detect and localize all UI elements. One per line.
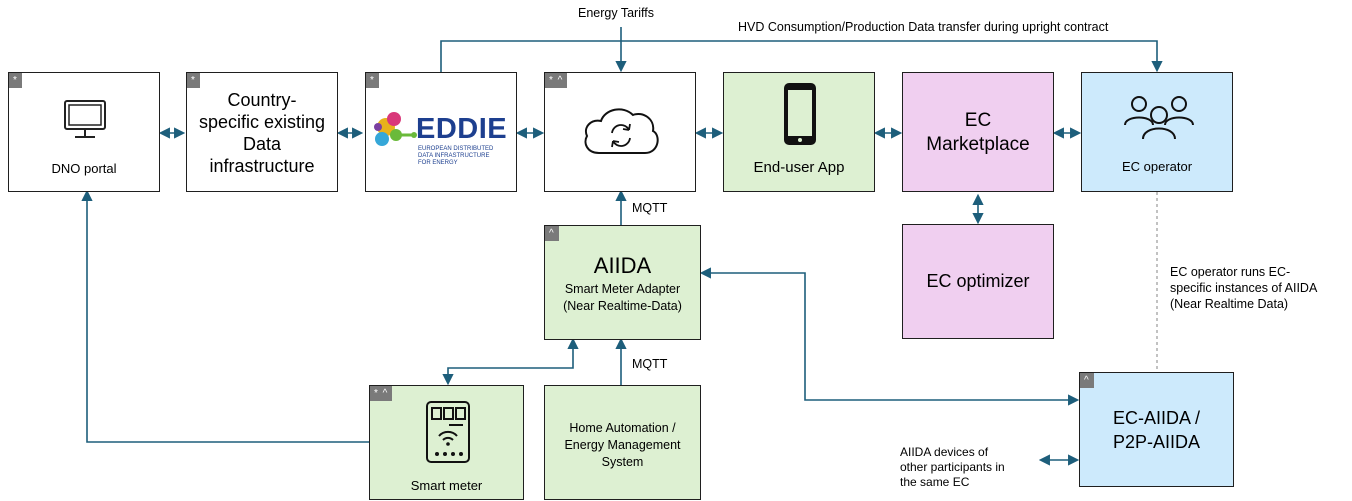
- monitor-icon: [64, 100, 106, 138]
- node-tag: ^: [545, 226, 559, 241]
- node-label: EC Marketplace: [926, 110, 1030, 155]
- eddie-node: * EDDIE EUROPEAN DISTRIBUTED DATA INFRAS…: [365, 72, 517, 192]
- eddie-logo-icon: [374, 112, 417, 146]
- mqtt-cloud-label: MQTT: [632, 201, 668, 215]
- end-user-app-node: End-user App: [723, 72, 875, 192]
- node-label: Smart meter: [410, 478, 483, 493]
- edge-aiida-ecaiida: [699, 267, 1080, 406]
- mqtt-home-label: MQTT: [632, 357, 668, 371]
- hvd-transfer-label: HVD Consumption/Production Data transfer…: [738, 20, 1109, 34]
- eddie-logo-text: EDDIE: [416, 113, 508, 145]
- dno-portal-node: * DNO portal: [8, 72, 160, 192]
- node-label: Country- specific existing Data infrastr…: [198, 90, 326, 176]
- node-label: EC-AIIDA / P2P-AIIDA: [1112, 408, 1201, 452]
- aiida-subtitle: Smart Meter Adapter (Near Realtime-Data): [563, 282, 682, 313]
- node-tag: *: [9, 73, 22, 88]
- node-label: Home Automation / Energy Management Syst…: [564, 421, 681, 469]
- smart-meter-icon: [426, 401, 470, 463]
- aiida-devices-label: AIIDA devices of other participants in t…: [900, 445, 1005, 489]
- node-label: DNO portal: [51, 161, 117, 176]
- node-tag: * ^: [370, 386, 393, 401]
- country-infrastructure-node: * Country- specific existing Data infras…: [186, 72, 338, 192]
- operator-runs-label: EC operator runs EC- specific instances …: [1170, 265, 1318, 311]
- cloud-sync-icon: [584, 108, 659, 154]
- edge-smartmeter-aiida: [442, 337, 579, 386]
- edge-smartmeter-dno: [81, 189, 370, 443]
- node-tag: *: [187, 73, 200, 88]
- aiida-node: ^ AIIDA Smart Meter Adapter (Near Realti…: [544, 225, 701, 340]
- smart-meter-node: * ^ Smart meter: [369, 385, 524, 500]
- ec-aiida-node: ^ EC-AIIDA / P2P-AIIDA: [1079, 372, 1234, 487]
- ec-operator-node: EC operator: [1081, 72, 1233, 192]
- cloud-node: * ^: [544, 72, 696, 192]
- edge-hvd-transfer: [440, 40, 1163, 73]
- node-tag: *: [366, 73, 379, 88]
- node-label: EC operator: [1121, 159, 1193, 174]
- home-automation-node: Home Automation / Energy Management Syst…: [544, 385, 701, 500]
- aiida-title: AIIDA: [593, 253, 652, 278]
- ec-marketplace-node: EC Marketplace: [902, 72, 1054, 192]
- smartphone-icon: [784, 83, 816, 145]
- node-tag: * ^: [545, 73, 568, 88]
- ec-optimizer-node: EC optimizer: [902, 224, 1054, 339]
- eddie-logo-subtitle: EUROPEAN DISTRIBUTED DATA INFRASTRUCTURE…: [418, 146, 494, 166]
- energy-tariffs-label: Energy Tariffs: [578, 6, 654, 20]
- node-label: EC optimizer: [926, 271, 1030, 291]
- node-tag: ^: [1080, 373, 1094, 388]
- users-group-icon: [1124, 96, 1194, 140]
- node-label: End-user App: [753, 159, 845, 176]
